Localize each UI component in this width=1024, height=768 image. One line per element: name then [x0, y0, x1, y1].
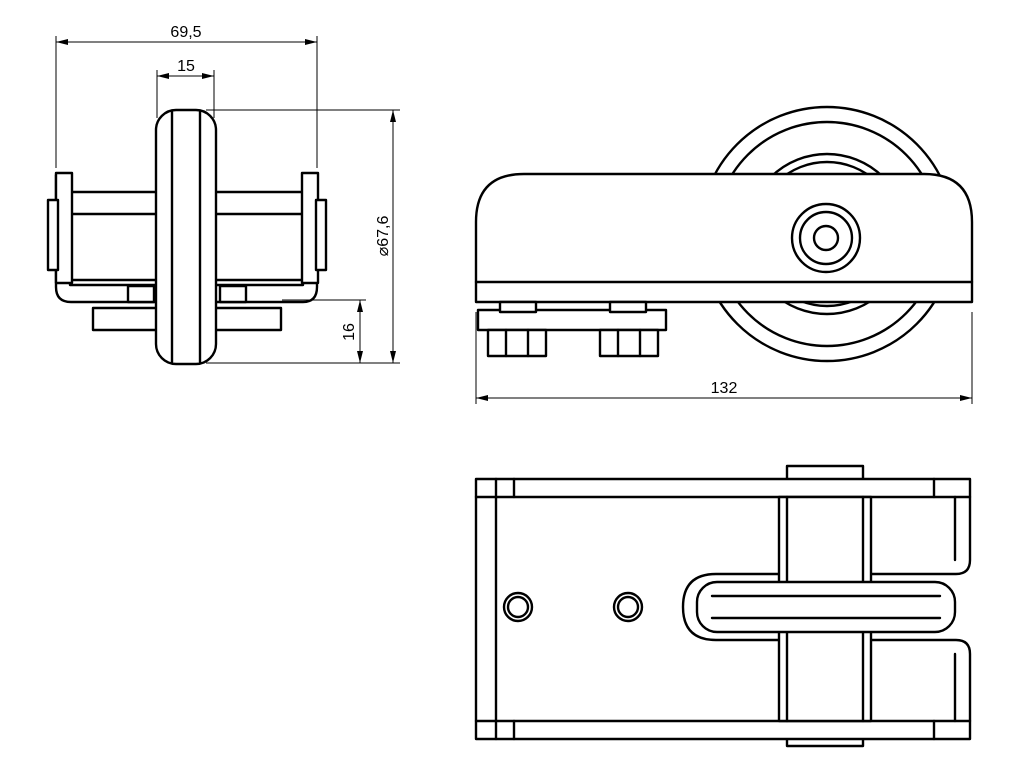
dim-wheel-width: 15 — [177, 58, 195, 75]
side-housing — [474, 172, 974, 304]
front-view — [46, 108, 328, 366]
dim-plate-height: 16 — [341, 323, 358, 341]
side-dimensions: 132 — [475, 312, 973, 404]
dim-overall-width: 69,5 — [170, 24, 201, 41]
top-wheel — [695, 580, 957, 634]
side-axle — [790, 202, 862, 274]
front-right-nut — [314, 198, 328, 272]
front-dimensions: 69,5 15 ⌀67,6 16 — [55, 24, 400, 364]
side-base-plate — [476, 308, 668, 332]
dim-overall-length: 132 — [711, 380, 738, 397]
top-view — [474, 464, 972, 748]
side-nut-right — [598, 328, 660, 358]
side-view — [474, 105, 974, 363]
front-wheel — [154, 108, 218, 366]
front-left-nut — [46, 198, 60, 272]
side-nut-left — [486, 328, 548, 358]
dim-wheel-diameter: ⌀67,6 — [375, 216, 392, 257]
